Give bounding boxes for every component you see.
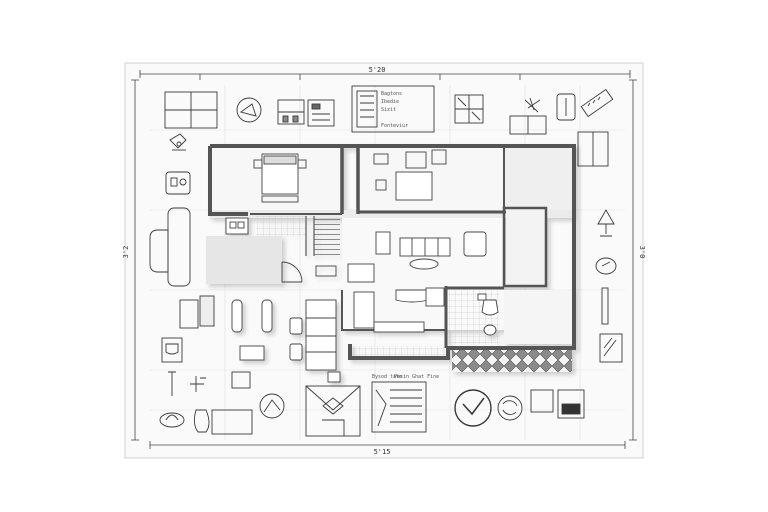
dimension-label-bottom: 5'15 bbox=[374, 448, 391, 456]
clock-icon bbox=[595, 257, 617, 275]
side-cabinet bbox=[375, 231, 391, 255]
window-grid-icon bbox=[454, 94, 484, 124]
fan-icon bbox=[259, 393, 285, 419]
sofa-cushions bbox=[411, 238, 439, 256]
legend-scribble-1: Bagtons bbox=[381, 91, 402, 97]
kitchen-area bbox=[206, 236, 282, 284]
east-wing bbox=[506, 208, 546, 286]
notes-text: Bysod tate Pesin Ghat Fine bbox=[372, 374, 439, 380]
legend-block bbox=[351, 85, 435, 133]
sink-icon bbox=[161, 337, 183, 363]
tv-icon bbox=[557, 389, 585, 419]
dimension-label-right: 3'0 bbox=[638, 246, 646, 259]
bookcase bbox=[425, 287, 445, 307]
dining-set bbox=[289, 299, 341, 383]
dimension-label-top: 5'20 bbox=[369, 66, 386, 74]
sofa-icon bbox=[149, 207, 191, 287]
cabinet-front-icon bbox=[577, 131, 609, 167]
tv-unit bbox=[347, 263, 375, 283]
top-icon-row bbox=[164, 85, 614, 135]
living-room-furniture bbox=[347, 231, 487, 333]
terrace-strip bbox=[350, 346, 446, 356]
bookshelf-icon bbox=[277, 99, 305, 125]
armchair bbox=[463, 231, 487, 257]
roof-detail-icon bbox=[305, 385, 361, 437]
towel-bar-icon bbox=[168, 371, 176, 396]
hat-icon bbox=[159, 412, 185, 428]
right-icon-column bbox=[577, 131, 623, 363]
utility-room bbox=[504, 290, 574, 344]
sectional-sofa-base bbox=[373, 321, 425, 333]
ruler-icon bbox=[580, 88, 614, 118]
check-seal-icon bbox=[454, 389, 492, 427]
stool-icon bbox=[190, 376, 206, 392]
hallway-strip bbox=[210, 210, 574, 218]
window-elevation-icon bbox=[164, 91, 218, 129]
refresh-icon bbox=[497, 395, 523, 421]
notes-scribble-2: Pesin Ghat Fine bbox=[394, 374, 439, 380]
stairs bbox=[314, 216, 340, 256]
bathroom-fixtures bbox=[477, 293, 499, 336]
notes-block bbox=[371, 381, 427, 433]
dimension-label-left: 3'2 bbox=[122, 246, 130, 259]
bedroom-2-furniture bbox=[373, 149, 447, 201]
faucet-icon bbox=[169, 133, 187, 151]
appliance-icon bbox=[165, 171, 191, 195]
coffee-table bbox=[409, 258, 439, 270]
step-icon bbox=[599, 333, 623, 363]
door-swing-icon bbox=[236, 97, 262, 123]
floor-plan bbox=[206, 144, 576, 383]
legend-scribble-4: Fonteviur bbox=[381, 123, 408, 129]
ladder-icon bbox=[556, 93, 576, 121]
dimension-lines bbox=[131, 70, 637, 449]
rug-icon bbox=[211, 409, 253, 435]
lamp-icon bbox=[597, 209, 615, 237]
bottom-icon-row bbox=[190, 371, 585, 437]
bedroom-1-furniture bbox=[253, 153, 307, 203]
cabinet-icon bbox=[307, 99, 335, 127]
walls bbox=[208, 144, 576, 360]
notes-scribble-1: Bysod tate bbox=[372, 374, 402, 380]
bathroom-tiles bbox=[448, 290, 500, 344]
patio-deck bbox=[452, 350, 572, 372]
sectional-sofa bbox=[353, 291, 375, 329]
vase-icon bbox=[193, 409, 210, 433]
box-icon bbox=[231, 371, 251, 389]
left-icon-column bbox=[149, 133, 215, 433]
kitchen-fixtures bbox=[225, 217, 337, 283]
piano bbox=[395, 289, 429, 303]
plant-icon bbox=[509, 97, 547, 135]
frame-icon bbox=[530, 389, 554, 413]
stair-tiles bbox=[256, 216, 306, 236]
mirror-icon bbox=[179, 295, 215, 329]
pole-icon bbox=[601, 287, 609, 325]
closet-room bbox=[504, 146, 574, 210]
west-room-fixtures bbox=[231, 299, 273, 361]
legend-scribble-2: Ibedie bbox=[381, 99, 399, 105]
legend-text: Bagtons Ibedie Sizit Fonteviur bbox=[381, 91, 408, 129]
legend-scribble-3: Sizit bbox=[381, 107, 396, 113]
